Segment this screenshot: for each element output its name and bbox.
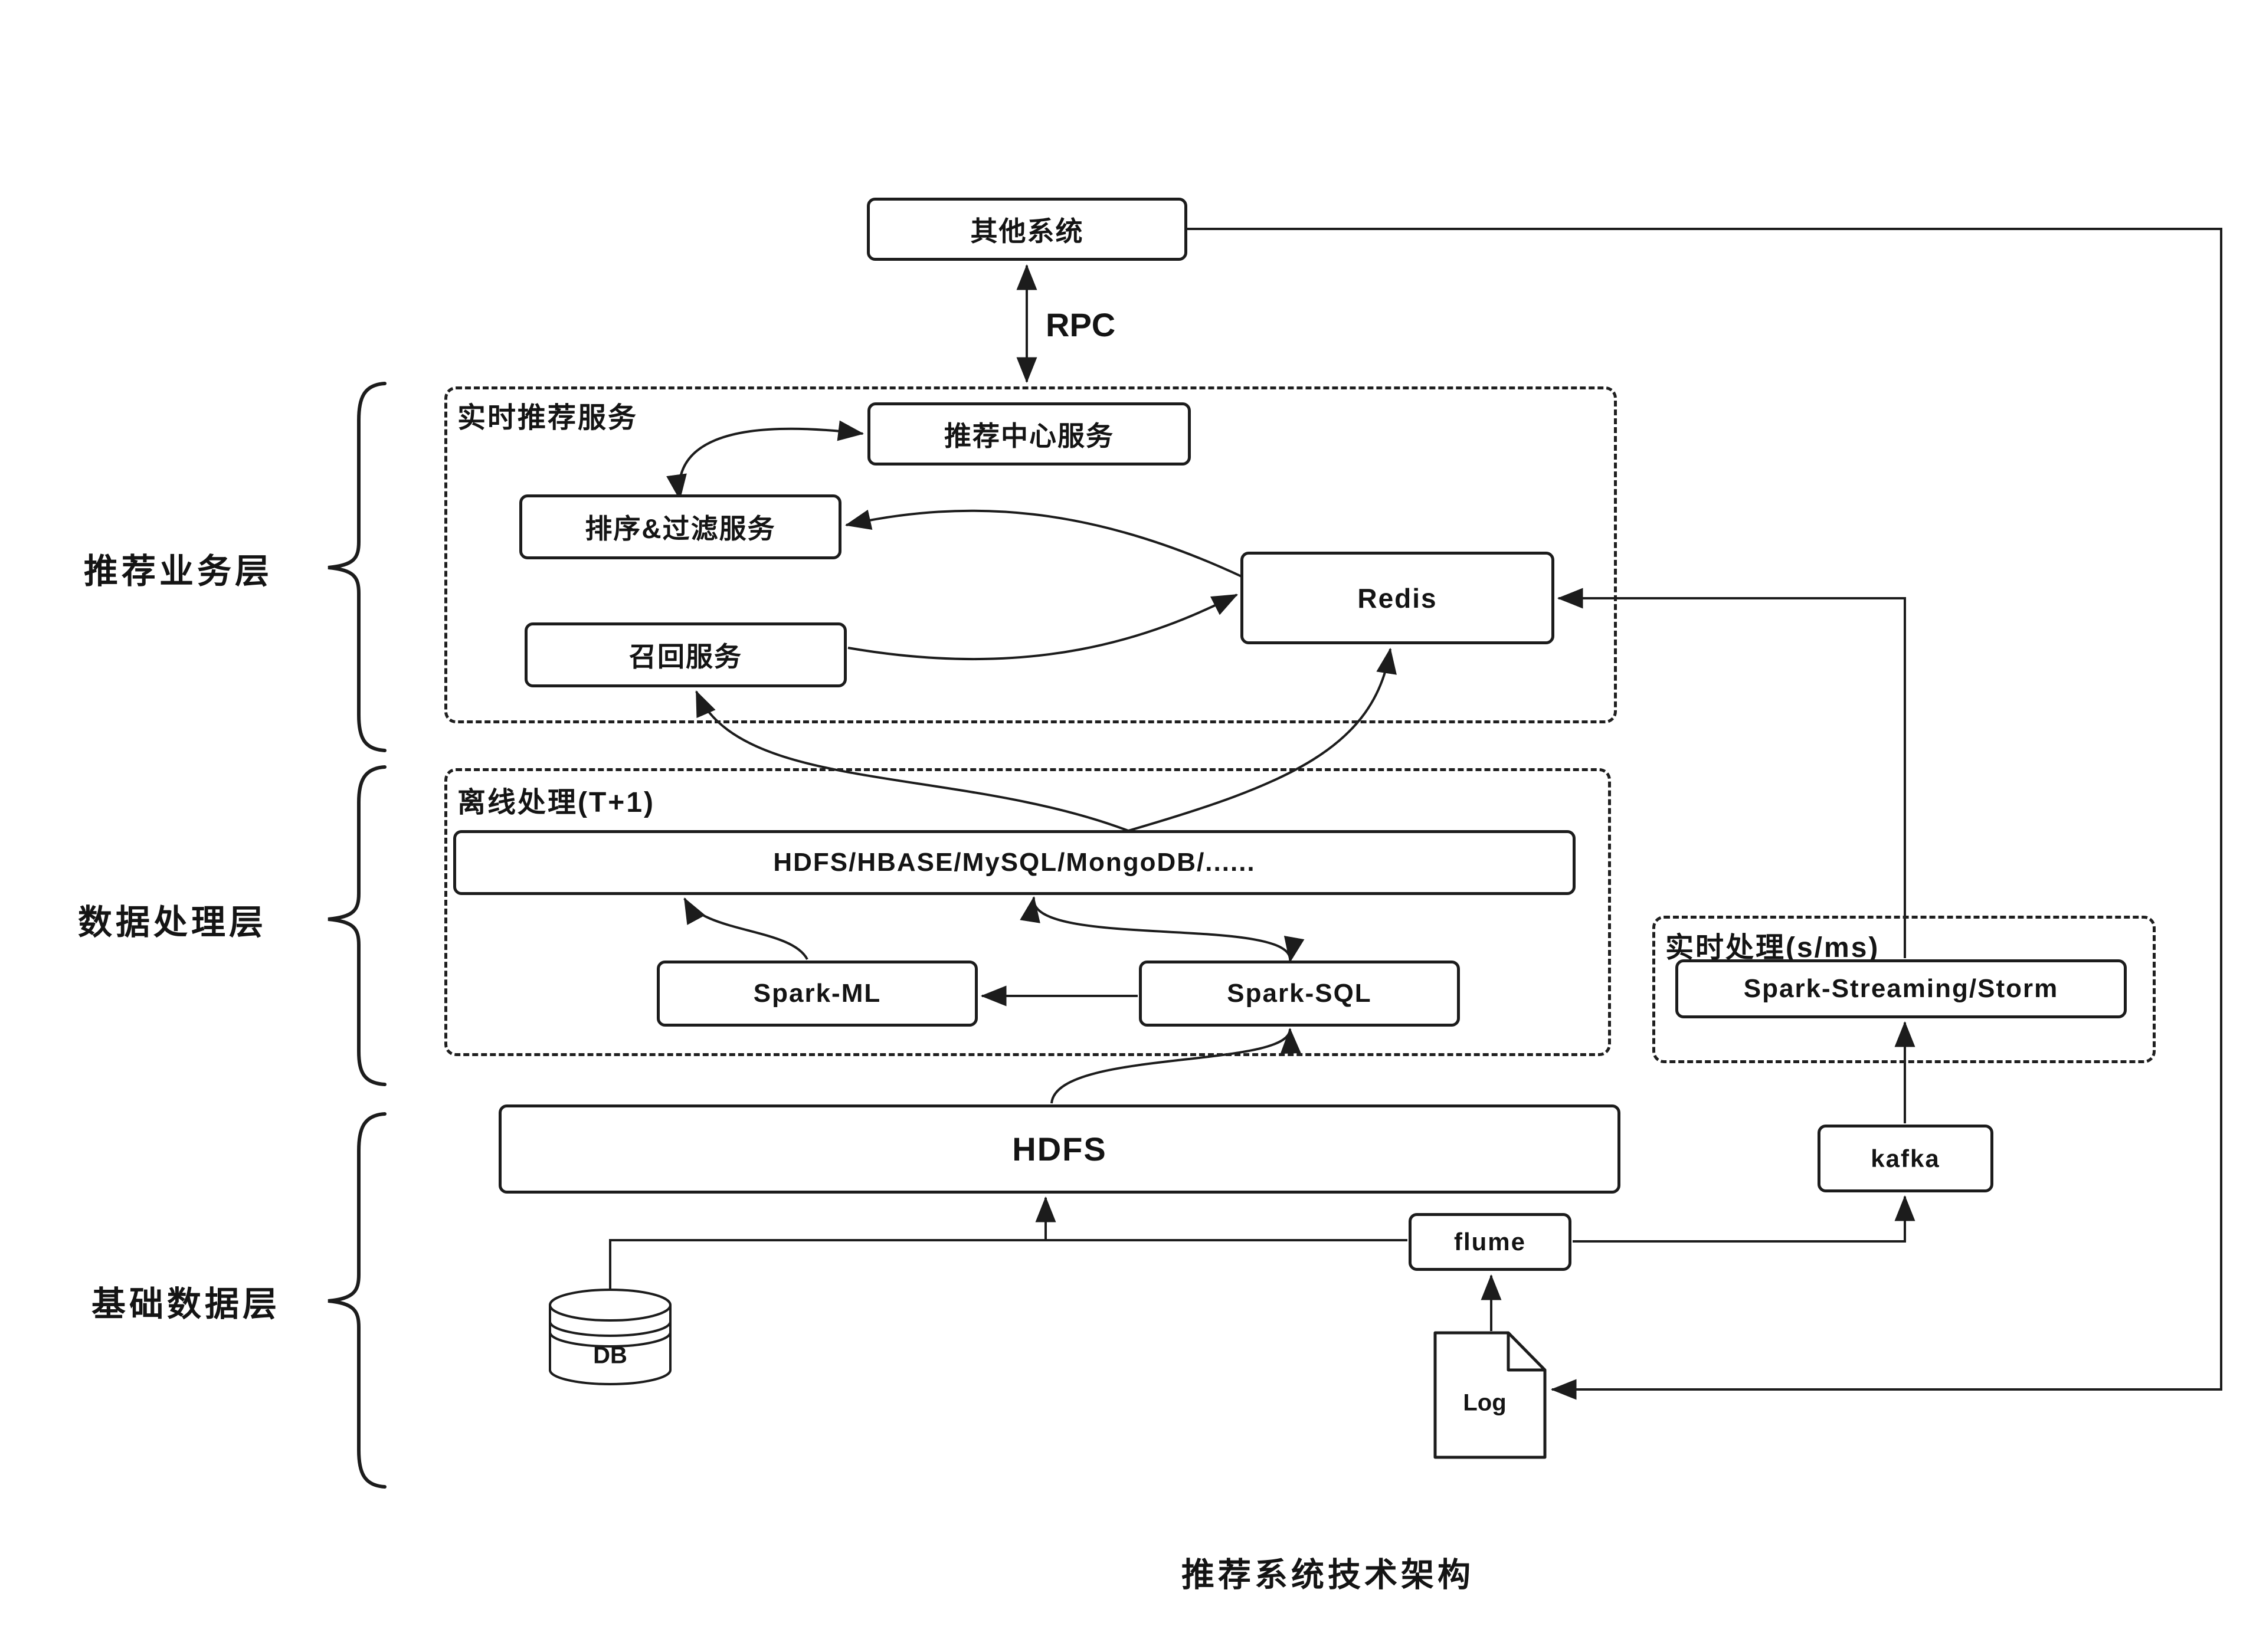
edge-hdfs-to-sparksql xyxy=(1050,1027,1301,1104)
node-kafka: kafka xyxy=(1818,1125,1993,1192)
group-offline-processing xyxy=(444,768,1611,1056)
node-spark-ml: Spark-ML xyxy=(657,961,978,1027)
log-label: Log xyxy=(1463,1389,1507,1416)
edge-storage-to-redis xyxy=(1128,647,1397,832)
group-label-offline-processing: 离线处理(T+1) xyxy=(457,787,656,818)
brace-base-data-layer xyxy=(328,1112,387,1489)
group-label-realtime-processing: 实时处理(s/ms) xyxy=(1665,932,1880,963)
edge-rank-reccenter xyxy=(666,420,865,501)
rpc-edge-label: RPC xyxy=(1046,306,1116,343)
group-realtime-processing xyxy=(1652,916,2156,1063)
db-cylinder-icon xyxy=(549,1289,672,1385)
brace-business-layer xyxy=(328,382,387,752)
edge-db-flume-line xyxy=(609,1239,1407,1290)
brace-processing-layer xyxy=(328,765,387,1086)
edge-storage-sparksql xyxy=(1020,896,1305,963)
node-spark-sql: Spark-SQL xyxy=(1139,961,1460,1027)
node-other-system: 其他系统 xyxy=(867,198,1187,261)
group-realtime-service xyxy=(444,386,1617,723)
node-recall-service: 召回服务 xyxy=(525,622,847,687)
diagram-title: 推荐系统技术架构 xyxy=(1181,1556,1474,1594)
edge-redis-to-rank xyxy=(844,509,1243,578)
group-label-realtime-service: 实时推荐服务 xyxy=(457,402,638,434)
node-redis: Redis xyxy=(1240,552,1554,644)
side-label-base-data-layer: 基础数据层 xyxy=(91,1285,281,1323)
db-label: DB xyxy=(593,1342,627,1369)
edge-othersystem-to-log xyxy=(1187,228,2222,1400)
log-document-icon xyxy=(1433,1331,1547,1459)
node-spark-streaming: Spark-Streaming/Storm xyxy=(1675,959,2127,1018)
edge-storage-to-recall xyxy=(695,690,1129,832)
edge-sparkml-to-storage xyxy=(683,897,808,960)
node-rec-center-service: 推荐中心服务 xyxy=(867,402,1191,466)
side-label-business-layer: 推荐业务层 xyxy=(83,552,273,591)
node-hdfs: HDFS xyxy=(499,1104,1620,1194)
node-flume: flume xyxy=(1409,1213,1571,1271)
edge-recall-to-redis xyxy=(847,594,1238,661)
node-rank-filter-service: 排序&过滤服务 xyxy=(519,494,841,559)
edge-streaming-to-redis xyxy=(1557,588,1906,958)
edge-flume-to-kafka xyxy=(1573,1195,1915,1243)
node-storage: HDFS/HBASE/MySQL/MongoDB/...... xyxy=(453,830,1576,895)
side-label-processing-layer: 数据处理层 xyxy=(77,903,267,942)
